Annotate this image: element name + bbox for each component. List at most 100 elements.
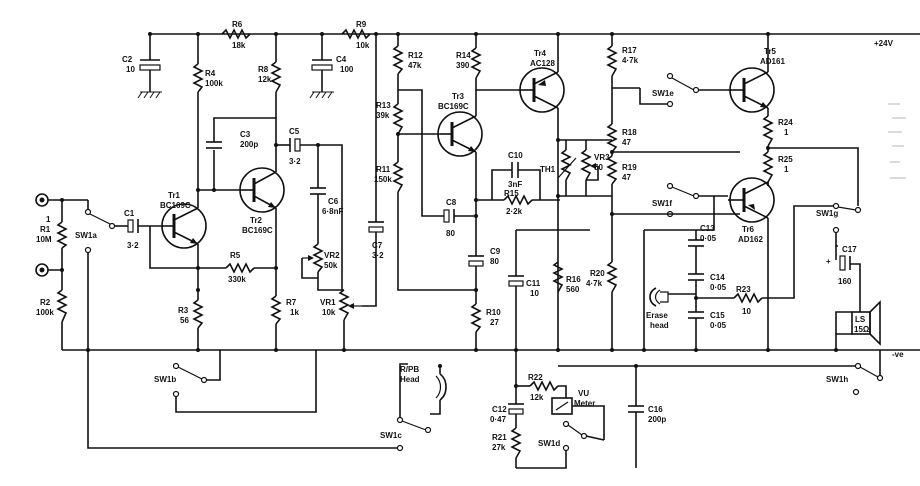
svg-text:47k: 47k xyxy=(408,61,422,70)
svg-text:0·05: 0·05 xyxy=(700,234,717,243)
negative-rail: -ve xyxy=(62,349,920,359)
svg-text:Tr3: Tr3 xyxy=(452,92,465,101)
capacitor-c9: C9 80 xyxy=(468,218,501,290)
svg-text:4·7k: 4·7k xyxy=(622,56,639,65)
svg-text:1k: 1k xyxy=(290,308,299,317)
svg-text:15Ω: 15Ω xyxy=(854,325,870,334)
capacitor-c2: C2 10 xyxy=(122,34,162,99)
svg-text:390: 390 xyxy=(456,61,470,70)
svg-text:47: 47 xyxy=(622,173,631,182)
capacitor-c7: C7 3·2 xyxy=(368,34,384,260)
resistor-r8: R8 12k xyxy=(258,34,282,93)
svg-text:200p: 200p xyxy=(648,415,666,424)
svg-text:R12: R12 xyxy=(408,51,423,60)
svg-text:C12: C12 xyxy=(492,405,507,414)
resistor-r6: R6 18k xyxy=(221,20,251,50)
svg-text:C4: C4 xyxy=(336,55,347,64)
svg-text:27k: 27k xyxy=(492,443,506,452)
svg-text:2·2k: 2·2k xyxy=(506,207,523,216)
svg-text:C1: C1 xyxy=(124,209,135,218)
svg-text:10: 10 xyxy=(742,307,751,316)
svg-text:150k: 150k xyxy=(374,175,392,184)
capacitor-c10: C10 3nF xyxy=(491,151,541,200)
svg-text:C10: C10 xyxy=(508,151,523,160)
svg-text:R16: R16 xyxy=(566,275,581,284)
svg-text:R18: R18 xyxy=(622,128,637,137)
svg-text:C15: C15 xyxy=(710,311,725,320)
svg-text:0·05: 0·05 xyxy=(710,283,727,292)
svg-text:C5: C5 xyxy=(289,127,300,136)
svg-text:head: head xyxy=(650,321,669,330)
svg-text:0·47: 0·47 xyxy=(490,415,507,424)
svg-text:SW1e: SW1e xyxy=(652,89,674,98)
svg-text:100k: 100k xyxy=(36,308,54,317)
resistor-r15: R15 2·2k xyxy=(476,189,560,216)
resistor-r11: R11 150k xyxy=(374,161,476,291)
switch-sw1a: SW1a xyxy=(75,200,116,350)
transistor-tr6: Tr6 AD162 xyxy=(728,177,775,350)
resistor-r12: R12 47k xyxy=(392,34,423,104)
svg-text:12k: 12k xyxy=(530,393,544,402)
svg-text:C14: C14 xyxy=(710,273,725,282)
transistor-tr3: Tr3 BC169C xyxy=(437,90,483,218)
resistor-r2: R2 100k xyxy=(36,289,68,323)
svg-text:BC169C: BC169C xyxy=(242,226,273,235)
svg-text:Tr6: Tr6 xyxy=(742,225,755,234)
capacitor-c16: C16 200p xyxy=(628,366,666,468)
svg-text:R14: R14 xyxy=(456,51,471,60)
svg-text:18k: 18k xyxy=(232,41,246,50)
svg-text:R20: R20 xyxy=(590,269,605,278)
resistor-r23: R23 10 xyxy=(696,205,834,316)
svg-text:+: + xyxy=(826,257,831,266)
resistor-r5: R5 330k xyxy=(149,226,276,284)
negative-rail-label: -ve xyxy=(892,350,904,359)
svg-text:R1: R1 xyxy=(40,225,51,234)
svg-text:SW1c: SW1c xyxy=(380,431,402,440)
svg-text:50: 50 xyxy=(594,163,603,172)
svg-text:330k: 330k xyxy=(228,275,246,284)
svg-text:LS: LS xyxy=(855,315,866,324)
svg-text:VR2: VR2 xyxy=(324,251,340,260)
switch-sw1e: SW1e xyxy=(639,72,728,108)
svg-text:47: 47 xyxy=(622,138,631,147)
svg-text:160: 160 xyxy=(838,277,852,286)
svg-text:C17: C17 xyxy=(842,245,857,254)
junction-dots xyxy=(60,32,838,388)
svg-text:R11: R11 xyxy=(376,165,391,174)
svg-text:SW1b: SW1b xyxy=(154,375,176,384)
svg-text:R3: R3 xyxy=(178,306,189,315)
resistor-r3: R3 56 xyxy=(178,290,204,350)
svg-text:80: 80 xyxy=(446,229,455,238)
input-section: 1 xyxy=(35,193,88,350)
resistor-r25: R25 1 xyxy=(762,151,793,186)
svg-text:56: 56 xyxy=(180,316,189,325)
svg-text:R2: R2 xyxy=(40,298,51,307)
svg-text:R5: R5 xyxy=(230,251,241,260)
svg-text:1: 1 xyxy=(784,128,789,137)
svg-text:TH1: TH1 xyxy=(540,165,556,174)
svg-text:6·8nF: 6·8nF xyxy=(322,207,343,216)
capacitor-c1: C1 3·2 xyxy=(114,209,162,250)
svg-text:C8: C8 xyxy=(446,198,457,207)
svg-text:1: 1 xyxy=(784,165,789,174)
resistor-r4: R4 100k xyxy=(192,34,223,190)
svg-text:R22: R22 xyxy=(528,373,543,382)
resistor-r20: R20 4·7k xyxy=(586,261,618,350)
svg-text:BC169C: BC169C xyxy=(160,201,191,210)
svg-text:50k: 50k xyxy=(324,261,338,270)
potentiometer-vr2: VR2 50k xyxy=(301,243,344,291)
svg-text:10k: 10k xyxy=(356,41,370,50)
capacitor-c12: C12 0·47 xyxy=(490,350,524,428)
svg-text:0·05: 0·05 xyxy=(710,321,727,330)
svg-text:AC128: AC128 xyxy=(530,59,555,68)
svg-text:10k: 10k xyxy=(322,308,336,317)
svg-text:Tr4: Tr4 xyxy=(534,49,547,58)
positive-rail: +24V xyxy=(150,33,920,48)
capacitor-c4: C4 100 xyxy=(309,34,354,99)
capacitor-c14: C14 0·05 xyxy=(688,273,727,312)
svg-text:3·2: 3·2 xyxy=(127,241,139,250)
resistor-r13: R13 39k xyxy=(376,101,440,162)
resistor-r7: R7 1k xyxy=(270,290,299,350)
svg-text:R15: R15 xyxy=(504,189,519,198)
svg-text:3·2: 3·2 xyxy=(289,157,301,166)
